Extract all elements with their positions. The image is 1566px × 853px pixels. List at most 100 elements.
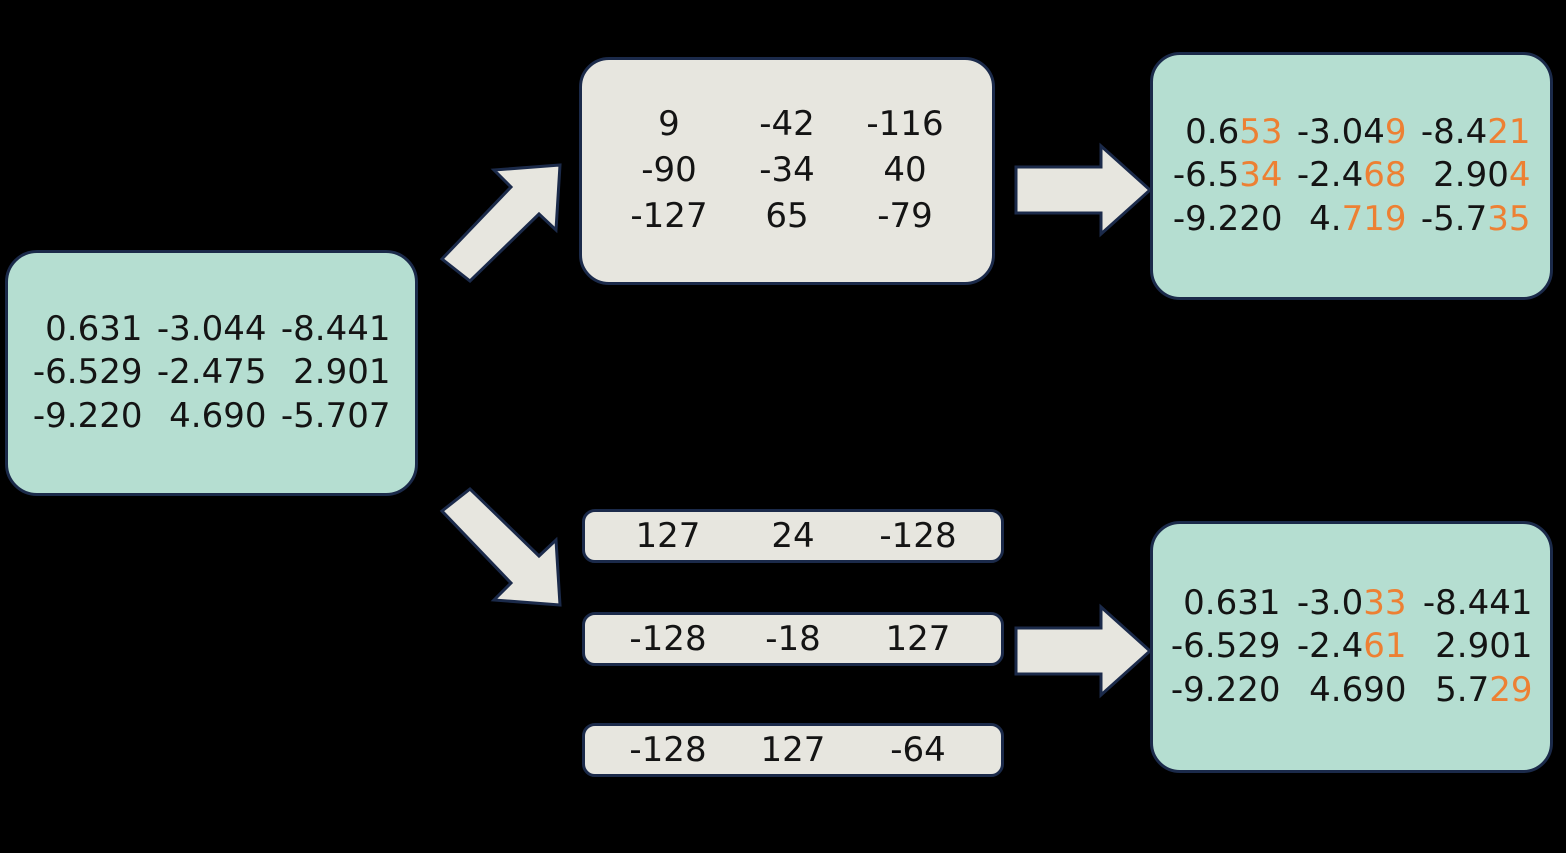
matrix-cell: 2.904 — [1413, 154, 1531, 198]
cell-base-digits: -9.220 — [1172, 198, 1283, 239]
matrix-cell: -116 — [866, 104, 944, 145]
cell-base-digits: 2.90 — [1433, 155, 1509, 196]
cell-error-digits: 35 — [1487, 198, 1531, 239]
matrix-cell: -8.441 — [280, 308, 391, 349]
cell-error-digits: 21 — [1487, 111, 1531, 152]
cell-error-digits: 33 — [1363, 582, 1407, 623]
cell-error-digits: 34 — [1239, 155, 1283, 196]
quantized-row-vector-1: 127 24 -128 — [582, 509, 1004, 563]
vector-cell: -18 — [765, 619, 821, 659]
cell-error-digits: 719 — [1341, 198, 1407, 239]
matrix-row: 0.653-3.049-8.421 — [1173, 111, 1531, 155]
matrix-cell: -79 — [877, 195, 933, 236]
cell-base-digits: -6.5 — [1172, 155, 1240, 196]
matrix-cell: -9.220 — [1171, 669, 1281, 713]
matrix-cell: -9.220 — [1173, 198, 1283, 242]
cell-base-digits: 0.631 — [1183, 582, 1281, 623]
matrix-cell: 0.653 — [1173, 111, 1283, 155]
arrow-tensor-quant-to-dequant-icon — [1013, 142, 1153, 238]
cell-error-digits: 53 — [1239, 111, 1283, 152]
cell-error-digits: 9 — [1384, 111, 1407, 152]
vector-cell: 127 — [635, 516, 701, 556]
cell-base-digits: -2.4 — [1296, 626, 1364, 667]
matrix-cell: 0.631 — [45, 308, 143, 349]
vector-cell: 127 — [760, 730, 826, 770]
matrix-cell: -6.529 — [1171, 625, 1281, 669]
cell-base-digits: -8.441 — [1422, 582, 1533, 623]
cell-base-digits: -3.04 — [1296, 111, 1385, 152]
arrow-input-to-tensor-quant-icon — [434, 163, 604, 285]
matrix-cell: -5.735 — [1413, 198, 1531, 242]
matrix-cell: -6.534 — [1173, 154, 1283, 198]
vector-cell: -128 — [629, 730, 707, 770]
cell-error-digits: 4 — [1508, 155, 1531, 196]
quantized-row-vector-2: -128 -18 127 — [582, 612, 1004, 666]
cell-base-digits: -2.4 — [1296, 155, 1364, 196]
matrix-cell: 9 — [658, 104, 680, 145]
quantized-tensor-matrix-body: 9 -42 -116 -90 -34 40 -127 65 -79 — [610, 102, 964, 240]
vector-cell: -128 — [629, 619, 707, 659]
matrix-cell: -2.461 — [1289, 625, 1407, 669]
matrix-row: -90 -34 40 — [610, 148, 964, 194]
matrix-cell: 5.729 — [1415, 669, 1533, 713]
cell-error-digits: 68 — [1363, 155, 1407, 196]
vector-cell: -64 — [890, 730, 946, 770]
matrix-row: -9.220 4.690 -5.707 — [33, 395, 391, 439]
matrix-cell: 2.901 — [1415, 625, 1533, 669]
vector-cell: -128 — [879, 516, 957, 556]
arrow-row-quant-to-dequant-icon — [1013, 603, 1153, 699]
matrix-cell: 4.719 — [1289, 198, 1407, 242]
matrix-cell: 2.901 — [293, 352, 391, 393]
cell-base-digits: 5.7 — [1435, 669, 1490, 710]
matrix-cell: -90 — [641, 150, 697, 191]
matrix-cell: 40 — [883, 150, 927, 191]
matrix-cell: -42 — [759, 104, 815, 145]
matrix-cell: 4.690 — [169, 395, 267, 436]
cell-error-digits: 29 — [1489, 669, 1533, 710]
matrix-cell: 0.631 — [1171, 582, 1281, 626]
matrix-cell: -3.044 — [156, 308, 267, 349]
arrow-input-to-row-quant-icon — [434, 485, 604, 607]
vector-cell: 127 — [885, 619, 951, 659]
cell-base-digits: -8.4 — [1420, 111, 1488, 152]
matrix-row: 0.631 -3.044 -8.441 — [33, 308, 391, 352]
quantized-row-vector-3: -128 127 -64 — [582, 723, 1004, 777]
matrix-cell: 4.690 — [1289, 669, 1407, 713]
vector-cell: 24 — [771, 516, 815, 556]
matrix-cell: 65 — [765, 195, 809, 236]
matrix-cell: -127 — [630, 195, 708, 236]
matrix-cell: -9.220 — [32, 395, 143, 436]
cell-base-digits: 4.690 — [1309, 669, 1407, 710]
matrix-cell: -2.475 — [156, 352, 267, 393]
cell-error-digits: 61 — [1363, 626, 1407, 667]
matrix-cell: -8.441 — [1415, 582, 1533, 626]
matrix-cell: -8.421 — [1413, 111, 1531, 155]
cell-base-digits: -5.7 — [1420, 198, 1488, 239]
matrix-row: -127 65 -79 — [610, 194, 964, 240]
cell-base-digits: 4. — [1309, 198, 1342, 239]
matrix-cell: -34 — [759, 150, 815, 191]
matrix-cell: -5.707 — [280, 395, 391, 436]
matrix-row: 0.631-3.033-8.441 — [1171, 582, 1533, 626]
cell-base-digits: -3.0 — [1296, 582, 1364, 623]
cell-base-digits: -6.529 — [1170, 626, 1281, 667]
cell-base-digits: 2.901 — [1435, 626, 1533, 667]
matrix-cell: -3.049 — [1289, 111, 1407, 155]
matrix-row: 9 -42 -116 — [610, 102, 964, 148]
cell-base-digits: -9.220 — [1170, 669, 1281, 710]
matrix-cell: -2.468 — [1289, 154, 1407, 198]
quantized-tensor-matrix-box: 9 -42 -116 -90 -34 40 -127 65 -79 — [579, 57, 995, 285]
matrix-cell: -3.033 — [1289, 582, 1407, 626]
